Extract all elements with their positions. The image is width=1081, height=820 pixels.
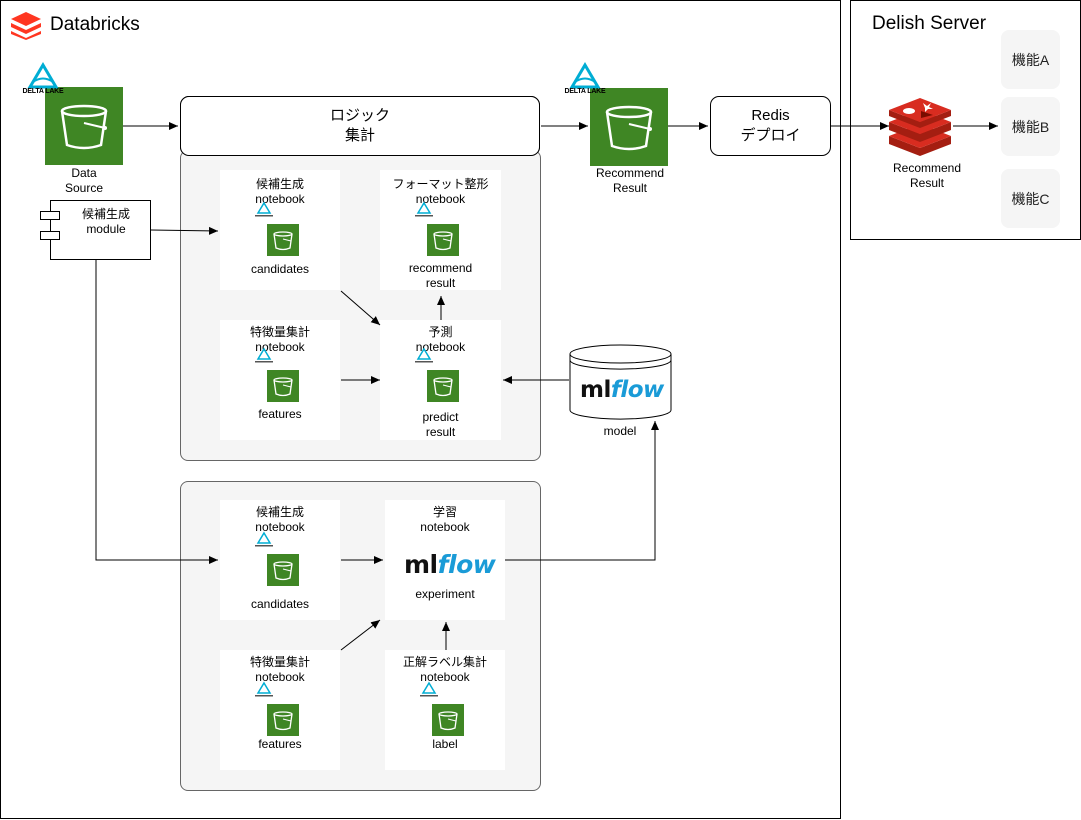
card-output: label [432,737,458,751]
recommend-bucket-icon [427,224,459,256]
databricks-title: Databricks [50,14,140,35]
databricks-logo-icon [11,12,41,40]
function-b: 機能B [1001,97,1060,156]
card-title: 学習 notebook [420,505,470,534]
training-features-bucket-icon [267,704,299,736]
arrow-learn-to-model [505,421,659,561]
arrow-module-to-training-candidates [95,260,218,564]
mlflow-logo-icon: mlflow [404,550,496,579]
candidates-delta-lake-icon [255,201,273,217]
delish-server-title: Delish Server [872,13,987,34]
card-output: recommend result [408,261,473,290]
arrow-candidates-to-predict [340,290,381,326]
card-title: 候補生成 notebook [255,177,305,206]
card-output: candidates [250,597,310,611]
inference-format-card: フォーマット整形 notebook recommend result [380,170,501,290]
card-output: candidates [250,262,310,276]
recommend-delta-lake-icon [415,201,433,217]
card-title: 特徴量集計 notebook [249,655,310,684]
module-tab-bottom [40,231,60,240]
label-bucket-icon [432,704,464,736]
logic-aggregate-box-top: ロジック 集計 [180,96,540,156]
delta-lake-logo-icon [27,62,59,89]
model-mlflow-logo-icon: mlflow [580,377,664,403]
module-tab-top [40,211,60,220]
training-candidates-delta-lake-icon [255,531,273,547]
training-learn-card: 学習 notebook experiment [385,500,505,620]
recommend-result-bucket-icon [590,88,668,166]
card-title: 特徴量集計 notebook [249,325,310,354]
model-cylinder-icon [569,344,672,420]
card-output: predict result [422,410,459,439]
delta-lake-logo-text: DELTA LAKE [564,88,606,95]
card-output: experiment [415,587,475,601]
training-candidates-bucket-icon [267,554,299,586]
card-output: features [258,737,302,751]
predict-delta-lake-icon [415,347,433,363]
candidates-bucket-icon [267,224,299,256]
function-a: 機能A [1001,30,1060,89]
card-title: 候補生成 notebook [255,505,305,534]
card-title: 予測 notebook [415,325,466,354]
predict-bucket-icon [427,370,459,402]
label-delta-lake-icon [420,681,438,697]
arrow-module-to-candidates [150,226,219,235]
data-source-label: Data Source [64,166,104,195]
card-title: 正解ラベル集計 notebook [402,655,487,684]
redis-label: Recommend Result [892,161,962,190]
recommend-result-label: Recommend Result [595,166,665,195]
module-label: 候補生成 module [81,207,130,236]
function-c: 機能C [1001,169,1060,228]
card-output: features [258,407,302,421]
features-bucket-icon [267,370,299,402]
redis-deploy-box: Redis デプロイ [710,96,831,156]
arrow-training-features-to-learn [340,619,381,651]
delta-lake-logo-icon [569,62,601,89]
training-features-delta-lake-icon [255,681,273,697]
delta-lake-logo-text: DELTA LAKE [22,88,64,95]
redis-icon [889,98,951,156]
data-source-bucket-icon [45,87,123,165]
card-title: フォーマット整形 notebook [392,177,489,206]
model-label: model [603,424,637,438]
features-delta-lake-icon [255,347,273,363]
candidate-module: 候補生成 module [40,200,151,260]
